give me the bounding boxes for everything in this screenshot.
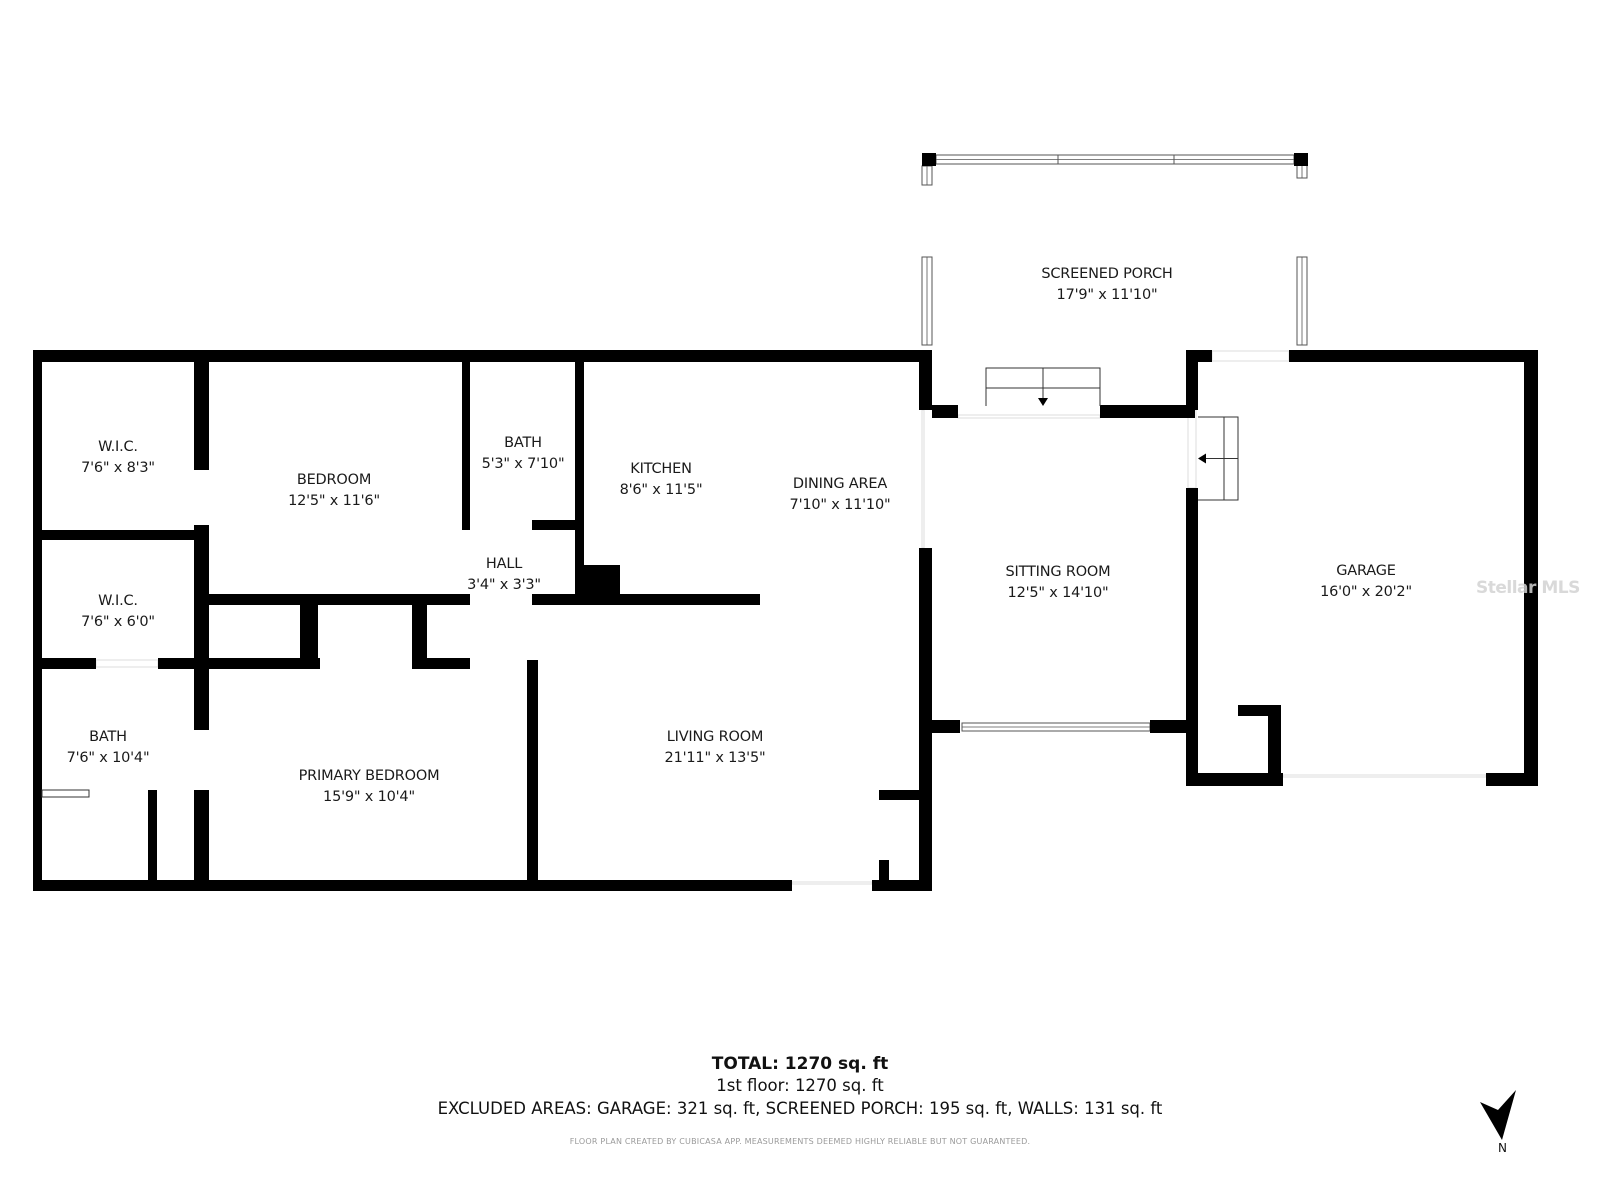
fixtures xyxy=(41,367,1239,798)
wall xyxy=(1186,350,1198,410)
door-openings xyxy=(41,350,1487,885)
room-label-wic-1: W.I.C.7'6" x 8'3" xyxy=(81,439,155,476)
compass-north-label: N xyxy=(1498,1141,1507,1155)
wall xyxy=(919,350,932,410)
wall xyxy=(919,548,932,891)
wall xyxy=(194,525,209,609)
wall xyxy=(1100,405,1195,418)
wall xyxy=(33,350,42,890)
wall xyxy=(209,594,470,605)
wall xyxy=(1186,773,1283,786)
wall xyxy=(1268,705,1281,786)
door-opening xyxy=(957,414,1101,419)
wall xyxy=(1186,488,1198,786)
wall xyxy=(194,350,209,470)
door-opening xyxy=(921,409,925,549)
wall xyxy=(42,530,194,540)
wall xyxy=(1294,153,1308,166)
wall xyxy=(872,880,932,891)
wall xyxy=(932,720,960,733)
garage-steps xyxy=(1198,416,1239,501)
disclaimer: FLOOR PLAN CREATED BY CUBICASA APP. MEAS… xyxy=(569,1137,1031,1146)
wall xyxy=(42,658,96,669)
wall xyxy=(879,860,889,891)
wall xyxy=(932,405,958,418)
wall xyxy=(527,660,538,891)
wall xyxy=(194,790,209,891)
wall xyxy=(575,350,584,600)
door-opening xyxy=(1187,409,1197,489)
wall xyxy=(1289,350,1535,362)
floor-area: 1st floor: 1270 sq. ft xyxy=(716,1076,884,1095)
excluded-areas: EXCLUDED AREAS: GARAGE: 321 sq. ft, SCRE… xyxy=(437,1099,1163,1118)
wall xyxy=(1524,350,1538,786)
wall xyxy=(33,880,792,891)
wall xyxy=(532,594,760,605)
wall xyxy=(532,520,580,530)
wall xyxy=(580,565,620,605)
total-area: TOTAL: 1270 sq. ft xyxy=(711,1054,889,1074)
wall xyxy=(879,790,889,800)
wall xyxy=(412,594,427,665)
watermark: Stellar MLS xyxy=(1476,578,1580,598)
walls xyxy=(33,153,1538,891)
wall xyxy=(305,658,320,669)
bathtub-edge xyxy=(41,789,90,798)
wall xyxy=(148,790,157,891)
door-opening xyxy=(1211,350,1290,362)
wall xyxy=(462,350,470,530)
stairs-left-arrow-icon xyxy=(1198,453,1206,464)
door-opening xyxy=(95,659,159,668)
stairs-down-arrow-icon xyxy=(1038,398,1048,406)
wall xyxy=(158,658,305,669)
wall xyxy=(300,594,318,665)
room-label-wic-2: W.I.C.7'6" x 6'0" xyxy=(81,593,155,630)
wall xyxy=(412,658,470,669)
door-opening xyxy=(1282,774,1487,778)
porch-steps xyxy=(985,367,1101,406)
wall xyxy=(1238,705,1281,716)
wall xyxy=(33,350,922,362)
wall xyxy=(922,153,936,166)
wall xyxy=(879,790,930,800)
north-arrow-icon xyxy=(1480,1090,1516,1140)
wall xyxy=(1150,720,1195,733)
door-opening xyxy=(791,881,873,885)
